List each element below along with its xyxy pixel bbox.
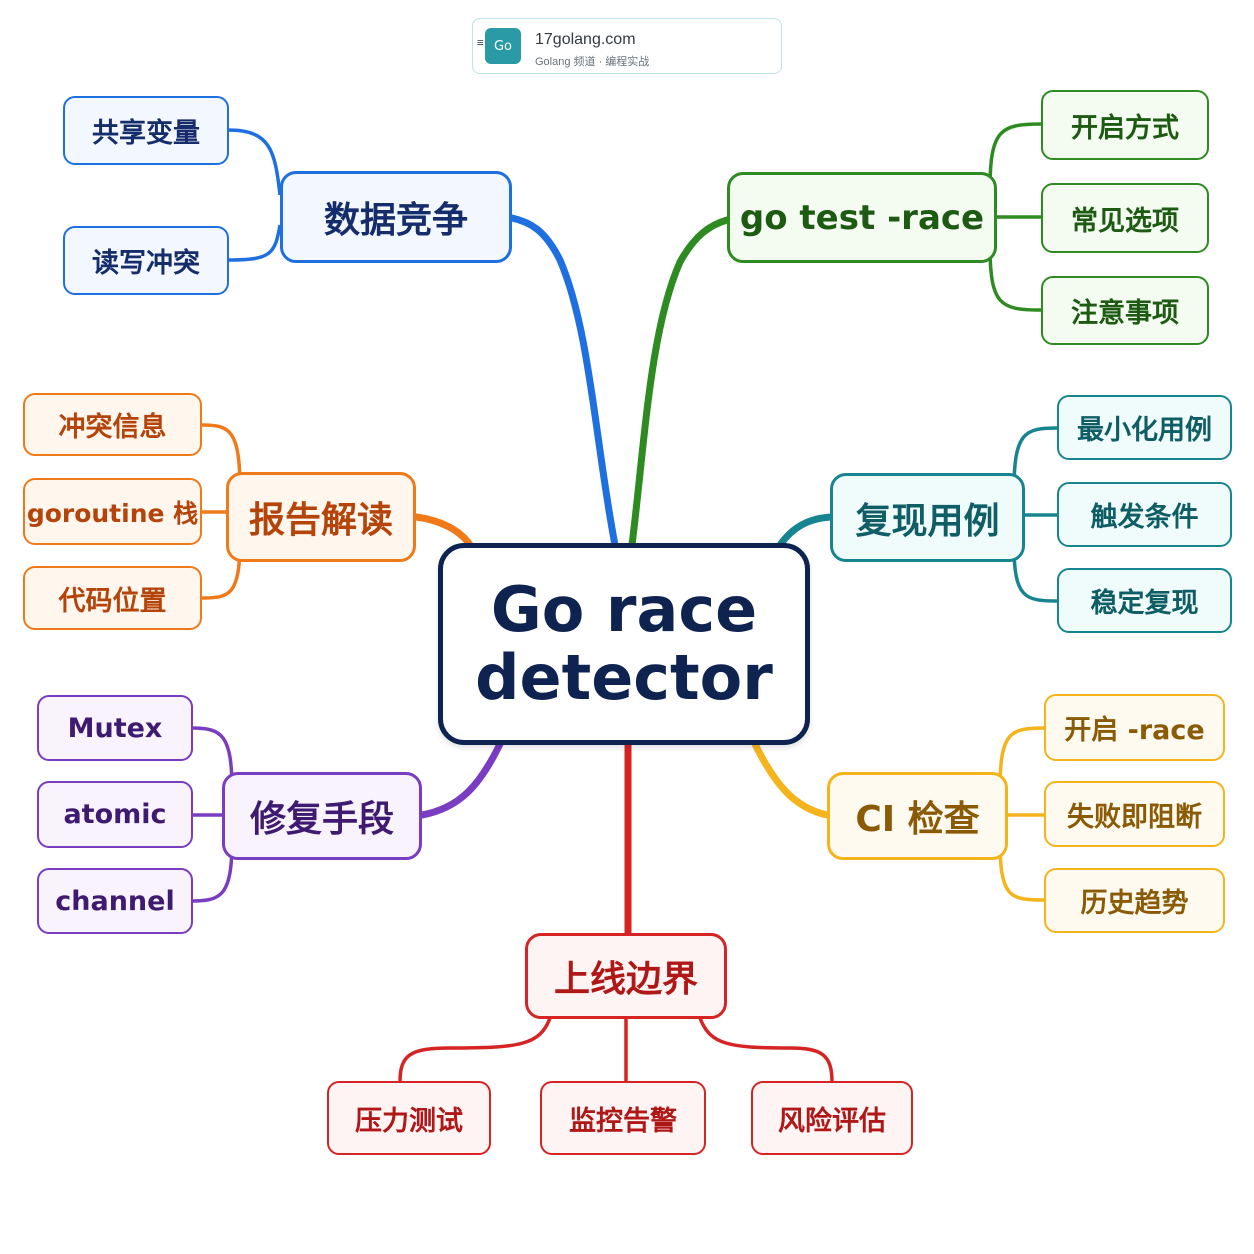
menu-lines-icon: ≡	[477, 36, 484, 49]
leaf-common-options: 常见选项	[1041, 183, 1209, 253]
branch-reproduce-case: 复现用例	[830, 473, 1025, 562]
leaf-trigger-condition: 触发条件	[1057, 482, 1232, 547]
link-data-race-leaf-1	[227, 128, 282, 196]
leaf-code-location: 代码位置	[23, 566, 202, 630]
leaf-channel: channel	[37, 868, 193, 934]
link-production-leaf-1	[398, 1017, 552, 1083]
leaf-risk-assessment: 风险评估	[751, 1081, 913, 1155]
leaf-monitoring-alert: 监控告警	[540, 1081, 706, 1155]
branch-ci-check: CI 检查	[827, 772, 1008, 860]
link-center-ci	[751, 740, 831, 819]
go-logo-icon: Go	[485, 28, 521, 64]
leaf-stable-reproduce: 稳定复现	[1057, 568, 1232, 633]
branch-fix-methods: 修复手段	[222, 772, 422, 860]
center-topic-line-2: detector	[475, 641, 773, 714]
leaf-caveats: 注意事项	[1041, 276, 1209, 345]
leaf-enable-method: 开启方式	[1041, 90, 1209, 160]
link-data-race-leaf-2	[227, 224, 282, 262]
leaf-read-write-conflict: 读写冲突	[63, 226, 229, 295]
leaf-atomic: atomic	[37, 781, 193, 848]
leaf-fail-blocks: 失败即阻断	[1044, 781, 1225, 847]
leaf-enable-race: 开启 -race	[1044, 694, 1225, 761]
leaf-conflict-info: 冲突信息	[23, 393, 202, 456]
leaf-shared-variable: 共享变量	[63, 96, 229, 165]
center-topic: Go race detector	[438, 543, 810, 745]
center-topic-line-1: Go race	[490, 573, 758, 646]
link-center-fix	[418, 740, 504, 819]
link-center-reproduce	[776, 513, 836, 549]
leaf-minimal-case: 最小化用例	[1057, 395, 1232, 460]
link-go-test-leaf-3	[988, 244, 1042, 312]
link-production-leaf-3	[698, 1017, 834, 1083]
leaf-mutex: Mutex	[37, 695, 193, 761]
link-center-data-race	[508, 214, 619, 549]
leaf-goroutine-stack: goroutine 栈	[23, 478, 202, 545]
branch-report-reading: 报告解读	[226, 472, 416, 562]
link-go-test-leaf-1	[988, 122, 1042, 191]
link-center-go-test	[628, 216, 731, 549]
site-subtitle: Golang 频道 · 编程实战	[535, 56, 650, 68]
branch-production-boundary: 上线边界	[525, 933, 727, 1019]
site-watermark: Go ≡ 17golang.com Golang 频道 · 编程实战	[472, 18, 782, 74]
logo-text: Go	[493, 38, 513, 54]
branch-go-test-race: go test -race	[727, 172, 997, 263]
site-name: 17golang.com	[535, 31, 636, 48]
link-center-report	[412, 513, 474, 549]
branch-data-race: 数据竞争	[280, 171, 512, 263]
leaf-history-trend: 历史趋势	[1044, 868, 1225, 933]
leaf-stress-test: 压力测试	[327, 1081, 491, 1155]
